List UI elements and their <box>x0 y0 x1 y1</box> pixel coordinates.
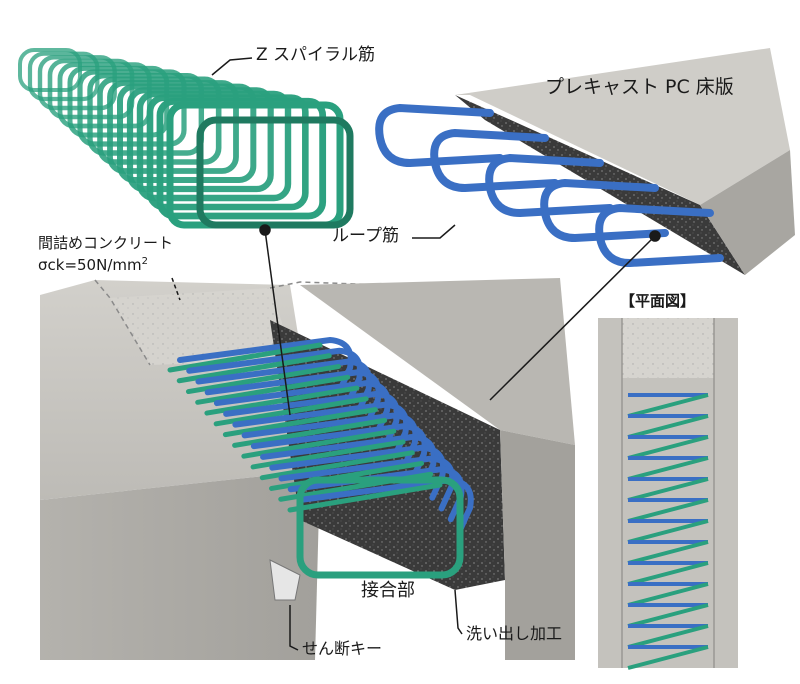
joint-spiral-bar <box>213 396 369 427</box>
loop-bar <box>595 203 724 268</box>
joint-spiral-bar <box>204 385 360 416</box>
joint-spiral-front <box>296 476 464 579</box>
leader-dot-spiral <box>259 224 271 236</box>
label-z-spiral: Z スパイラル筋 <box>256 45 376 65</box>
joint-spiral-bar <box>232 417 388 448</box>
plan-spiral-bar <box>627 561 709 586</box>
right-slab-top <box>300 278 575 445</box>
leader-lines <box>171 57 661 651</box>
loop-bar <box>540 178 669 243</box>
label-washout: 洗い出し加工 <box>466 624 563 643</box>
z-spiral-coil <box>117 83 257 183</box>
joint-loop-bar <box>223 390 400 447</box>
joint-spiral-bar <box>241 428 397 459</box>
filler-concrete <box>110 288 295 365</box>
joint-spiral-bar <box>195 374 351 405</box>
joint-loop-bar <box>195 358 373 415</box>
z-spiral-detail <box>18 48 354 229</box>
plan-spiral-bar <box>627 393 709 418</box>
shear-key-notch <box>269 559 301 601</box>
z-spiral-coil <box>87 72 205 156</box>
plan-view <box>598 318 738 670</box>
plan-spiral-bar <box>627 519 709 544</box>
loop-bar <box>375 103 504 168</box>
joint-loop-bar <box>204 369 382 426</box>
joint-spiral-bar <box>269 460 425 491</box>
precast-slab-detail <box>375 48 795 275</box>
label-filler-strength-value: σck=50N/mm <box>38 256 142 274</box>
label-filler-strength-exp: 2 <box>141 256 148 267</box>
joint-loop-bar <box>250 423 428 480</box>
plan-view-filler <box>622 318 714 378</box>
plan-spiral-bar <box>627 414 709 439</box>
label-shear-key: せん断キー <box>302 639 383 658</box>
label-plan-view: 【平面図】 <box>620 292 696 310</box>
joint-spiral-bar <box>259 450 415 481</box>
loop-bar <box>485 153 614 218</box>
leader-washout <box>454 589 463 635</box>
label-filler-strength: σck=50N/mm2 <box>38 256 148 274</box>
loop-bars <box>375 103 724 268</box>
z-spiral-coil <box>37 55 117 111</box>
plan-spiral-bar <box>627 624 709 649</box>
plan-spiral-bar <box>627 435 709 460</box>
joint-loop-bar <box>269 444 447 501</box>
z-spiral-coil-front <box>196 116 354 229</box>
joint-loop-bar <box>213 380 391 437</box>
precast-slab-top <box>455 48 790 205</box>
filler-outline-left <box>94 279 151 366</box>
joint-spiral-bar <box>287 482 443 513</box>
z-spiral-coil <box>136 90 292 202</box>
plan-spiral-bar <box>627 582 709 607</box>
joint-spiral-bar <box>167 342 323 373</box>
label-filler-concrete: 間詰めコンクリート <box>38 234 174 252</box>
joint-loop-bar <box>177 336 354 393</box>
leader-loop-bar <box>412 224 456 239</box>
joint-rebar <box>167 336 474 579</box>
label-loop-bar: ループ筋 <box>332 226 399 246</box>
leader-dot-loop <box>649 230 661 242</box>
label-precast-slab: プレキャスト PC 床版 <box>545 76 734 98</box>
plan-view-rebar <box>627 393 709 670</box>
plan-spiral-bar <box>627 477 709 502</box>
right-slab-side <box>500 430 575 660</box>
joint-loop-bar <box>232 401 410 458</box>
plan-spiral-bar <box>627 456 709 481</box>
joint-loop-bar <box>241 412 419 469</box>
loop-bar <box>430 128 559 193</box>
joint-spiral-bar <box>185 364 341 395</box>
leader-filler <box>171 277 181 301</box>
leader-z-spiral <box>211 57 253 76</box>
z-spiral-coil <box>156 97 327 220</box>
joint-spiral-bar <box>250 439 406 470</box>
label-joint: 接合部 <box>361 580 415 601</box>
left-slab-front <box>40 470 320 660</box>
joint-loop-bar <box>186 347 364 404</box>
plan-spiral-bar <box>627 498 709 523</box>
leader-loop-to-joint <box>489 235 656 401</box>
plan-spiral-bar <box>627 645 709 670</box>
joint-section <box>40 278 575 660</box>
joint-loop-bar <box>260 433 437 490</box>
plan-spiral-bar <box>627 603 709 628</box>
leader-spiral-to-joint <box>264 229 291 416</box>
joint-spiral-bar <box>222 407 378 438</box>
z-spiral-coil <box>146 94 309 211</box>
z-spiral-bar <box>18 48 354 229</box>
joint-spiral-bar <box>176 353 332 384</box>
precast-slab-side <box>700 150 795 275</box>
plan-spiral-bar <box>627 540 709 565</box>
leader-shear-key <box>289 605 299 651</box>
